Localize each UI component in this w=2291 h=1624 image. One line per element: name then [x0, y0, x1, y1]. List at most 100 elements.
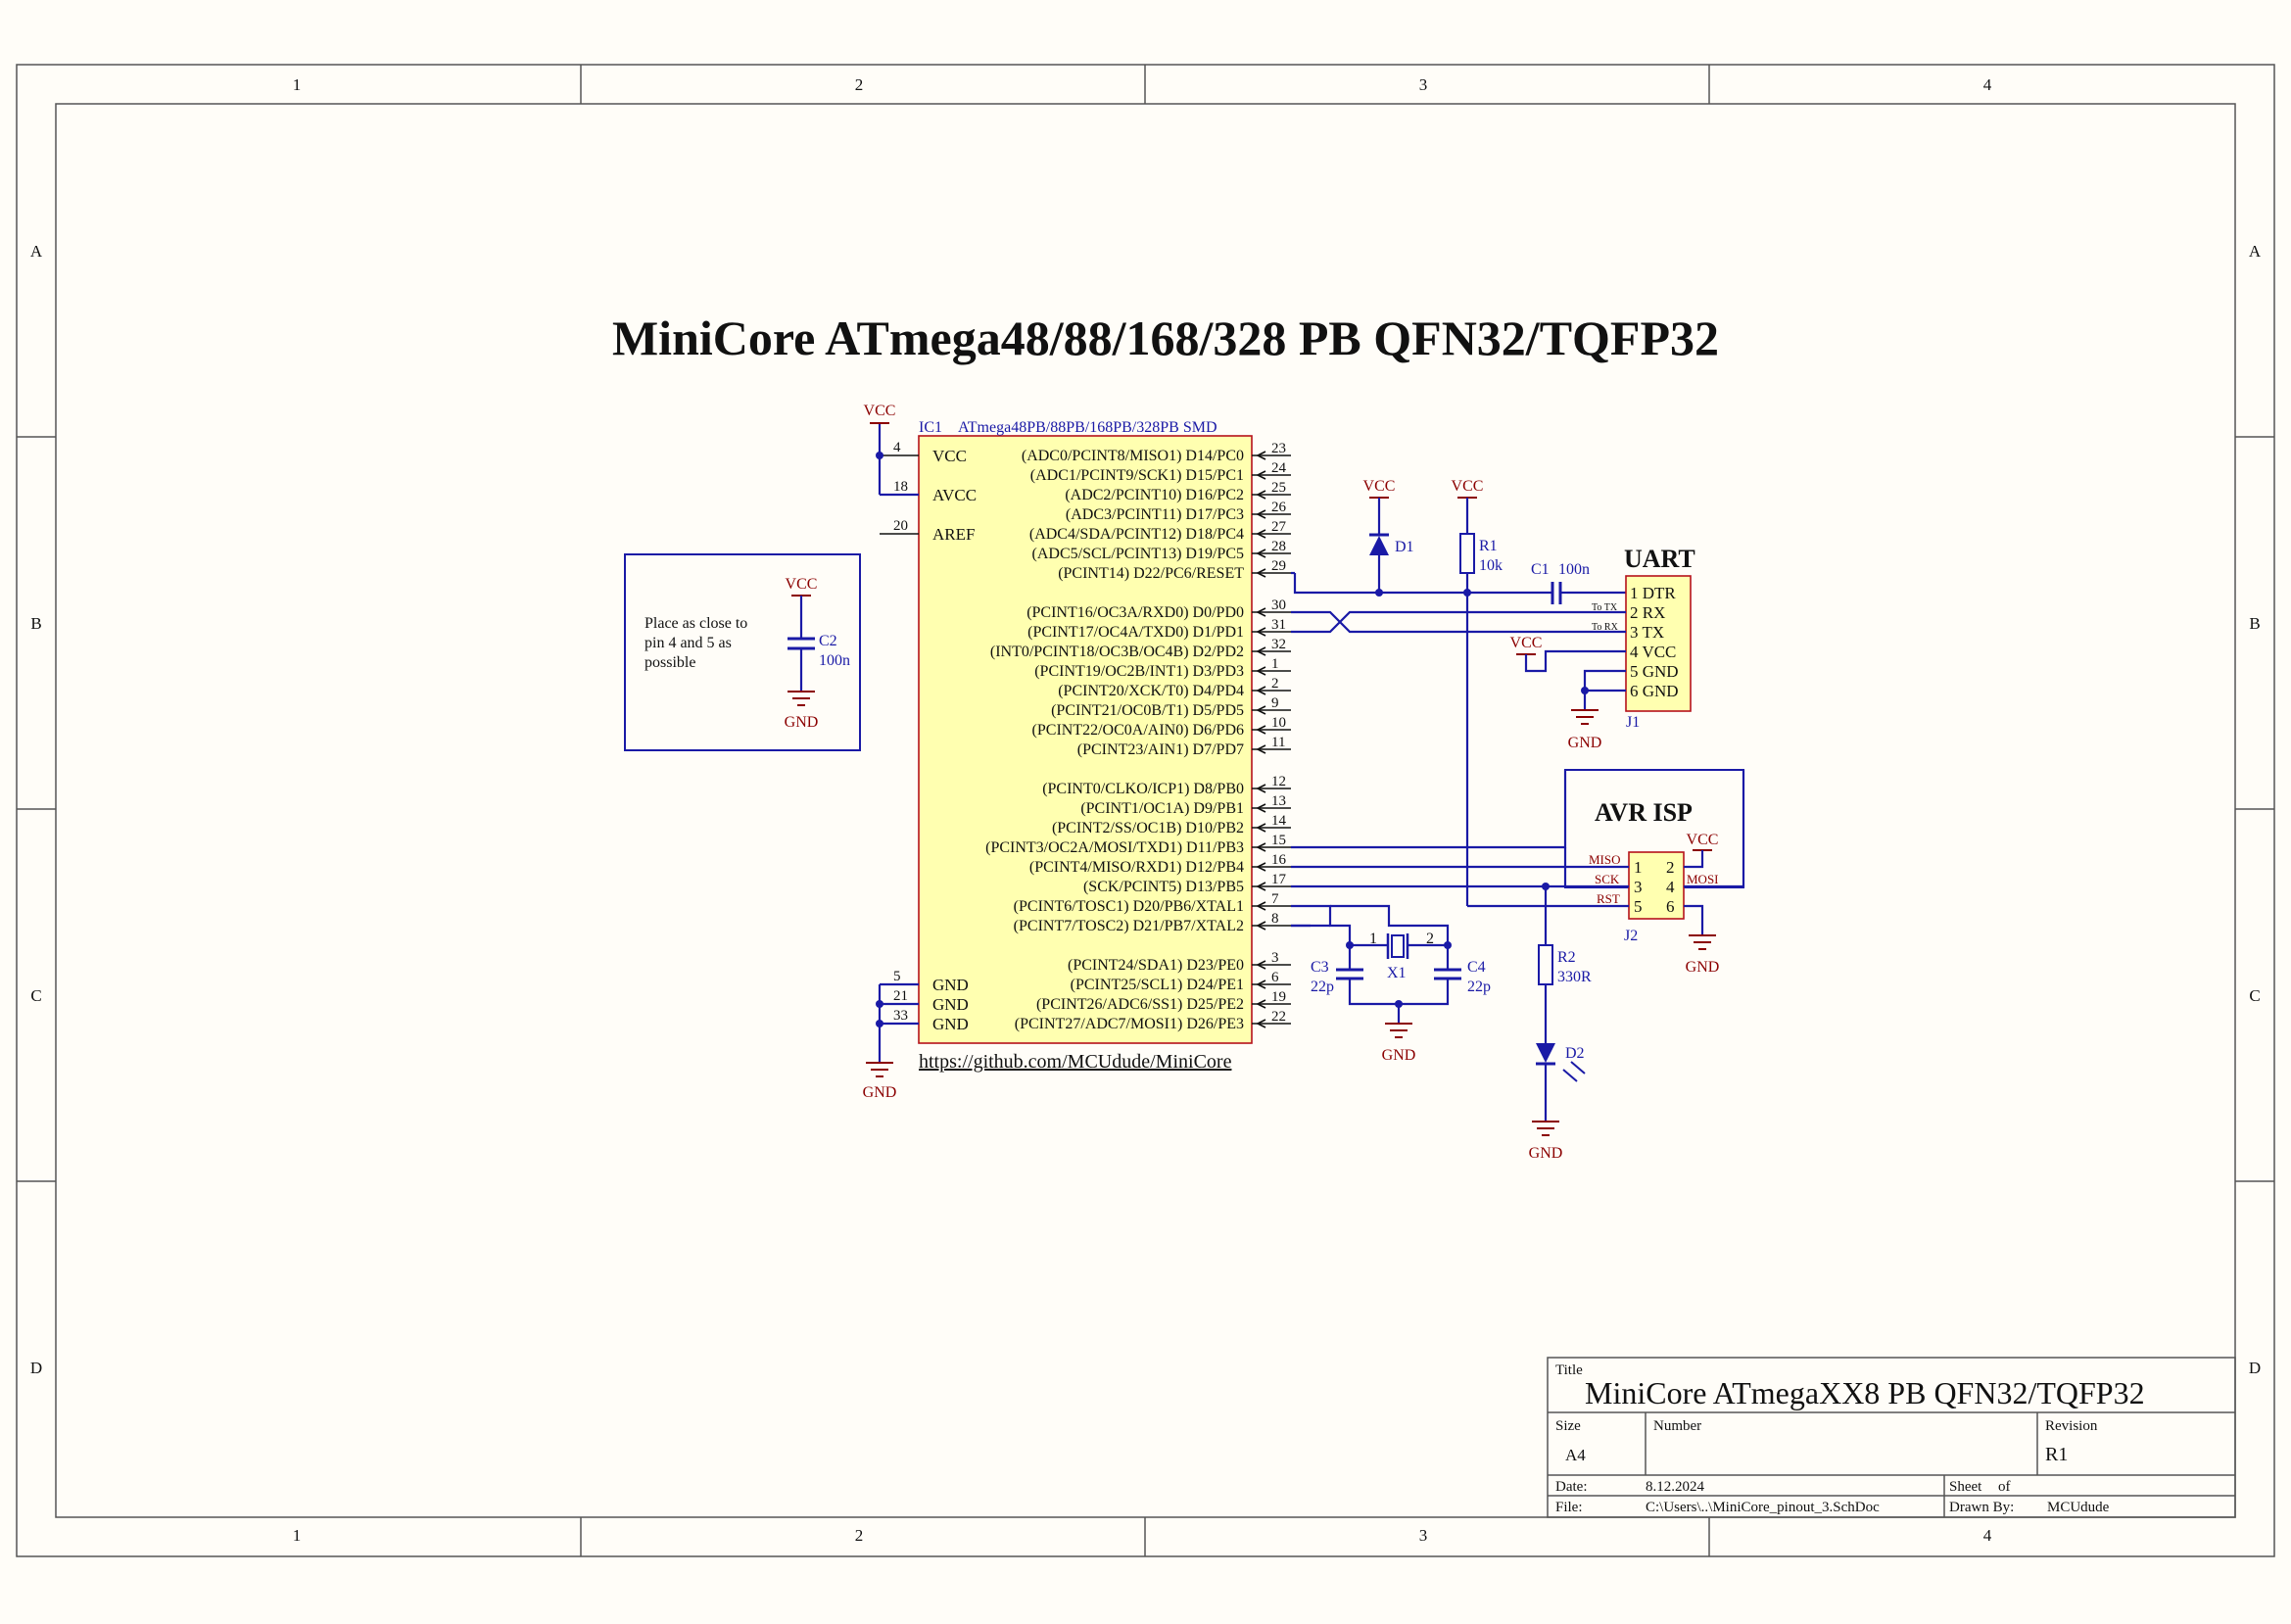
- ic1-pin-row: 19(PCINT26/ADC6/SS1) D25/PE2: [1036, 989, 1291, 1013]
- uart-gnd-label: GND: [1568, 735, 1602, 751]
- tb-revision: R1: [2045, 1444, 2068, 1465]
- tb-size: A4: [1565, 1446, 1586, 1464]
- ic1-vcc-label: VCC: [864, 403, 896, 419]
- uart-pin-1: 1 DTR: [1630, 584, 1676, 602]
- ic1-pin-row: 15(PCINT3/OC2A/MOSI/TXD1) D11/PB3: [985, 833, 1291, 856]
- ic1-pin-name: (ADC1/PCINT9/SCK1) D15/PC1: [1030, 467, 1244, 484]
- tb-file: C:\Users\..\MiniCore_pinout_3.SchDoc: [1646, 1500, 1880, 1515]
- row-label-right-c: C: [2249, 986, 2260, 1005]
- ic1-pin-name: (PCINT4/MISO/RXD1) D12/PB4: [1029, 859, 1244, 876]
- ic1-pin-io-arrow: [1256, 803, 1266, 813]
- c4-ref: C4: [1467, 959, 1486, 976]
- tb-drawn-by: MCUdude: [2047, 1500, 2110, 1515]
- tb-revision-label: Revision: [2045, 1418, 2098, 1434]
- row-label-left-c: C: [30, 986, 41, 1005]
- col-label-bottom-4: 4: [1983, 1526, 1992, 1545]
- ic1-pin-name: (PCINT25/SCL1) D24/PE1: [1071, 977, 1244, 993]
- d2-ref: D2: [1565, 1045, 1585, 1062]
- x1-pin-1: 1: [1369, 931, 1377, 947]
- ic1-pin-name: (ADC4/SDA/PCINT12) D18/PC4: [1029, 526, 1244, 543]
- ic1-pin-row: 24 (ADC1/PCINT9/SCK1) D15/PC1: [1030, 460, 1291, 484]
- c1-value: 100n: [1558, 561, 1590, 578]
- ic1-pin-name: (ADC2/PCINT10) D16/PC2: [1065, 487, 1244, 503]
- isp-pin-5: 5: [1634, 897, 1643, 916]
- ic1-pin-row: 30(PCINT16/OC3A/RXD0) D0/PD0: [1026, 597, 1291, 621]
- ic1-left-pin-number: 5: [893, 969, 901, 984]
- isp-pin-6: 6: [1666, 897, 1675, 916]
- ic1-url-link[interactable]: https://github.com/MCUdude/MiniCore: [919, 1051, 1232, 1073]
- ic1-pin-number: 6: [1271, 970, 1279, 985]
- ic1-left-pin-name: AREF: [932, 525, 975, 544]
- isp-title: AVR ISP: [1595, 798, 1693, 827]
- ic1-ref: IC1: [919, 419, 942, 436]
- uart-pin-6: 6 GND: [1630, 682, 1679, 700]
- ic1-pin-io-arrow: [1256, 744, 1266, 754]
- ic1-left-pin-name: GND: [932, 976, 969, 994]
- ic1-pin-name: (PCINT7/TOSC2) D21/PB7/XTAL2: [1014, 918, 1244, 934]
- ic1-pin-number: 24: [1271, 460, 1287, 476]
- uart-header-j1: UART 1 DTR 2 RX 3 TX 4 VCC 5 GND 6 GND J…: [1291, 545, 1695, 751]
- ic1-pin-io-arrow: [1256, 725, 1266, 735]
- ic1-left-pin-number: 20: [893, 518, 908, 534]
- schematic-title: MiniCore ATmega48/88/168/328 PB QFN32/TQ…: [612, 310, 1719, 365]
- row-label-left-d: D: [30, 1359, 42, 1377]
- ic1-pin-name: (PCINT20/XCK/T0) D4/PD4: [1058, 683, 1244, 699]
- avr-isp-header-j2: AVR ISP 1 3 5 2 4 6 J2 MISO SCK RST MOSI…: [1291, 769, 1745, 976]
- ic1-gnd-label: GND: [863, 1084, 897, 1101]
- ic1-pin-row: 7(PCINT6/TOSC1) D20/PB6/XTAL1: [1014, 891, 1291, 915]
- ic1-left-pin-name: AVCC: [932, 486, 977, 504]
- ic1-pin-io-arrow: [1256, 666, 1266, 676]
- note-line-1: Place as close to: [644, 615, 747, 632]
- ic1-power-wiring: VCC GND: [863, 403, 919, 1101]
- ic1-pin-name: (PCINT21/OC0B/T1) D5/PD5: [1051, 702, 1244, 719]
- j1-ref: J1: [1626, 714, 1640, 731]
- uart-vcc-label: VCC: [1510, 635, 1543, 651]
- ic1-left-pin-name: GND: [932, 995, 969, 1014]
- tb-date-label: Date:: [1555, 1479, 1587, 1495]
- ic1-pin-io-arrow: [1256, 451, 1266, 460]
- ic1-pin-name: (PCINT14) D22/PC6/RESET: [1058, 565, 1244, 582]
- col-label-bottom-1: 1: [293, 1526, 302, 1545]
- isp-pin-2: 2: [1666, 858, 1675, 877]
- isp-rst-label: RST: [1597, 891, 1620, 906]
- col-label-bottom-3: 3: [1419, 1526, 1428, 1545]
- ic1-pin-row: 29(PCINT14) D22/PC6/RESET: [1058, 558, 1291, 582]
- tb-sheet-label: Sheet: [1949, 1479, 1982, 1495]
- reset-network: C1 100n VCC D1 VCC R1 10k: [1291, 478, 1626, 906]
- ic1-pin-row: 6 (PCINT25/SCL1) D24/PE1: [1071, 970, 1291, 993]
- col-label-top-3: 3: [1419, 75, 1428, 94]
- ic1-pin-io-arrow: [1256, 979, 1266, 989]
- r1-vcc-label: VCC: [1452, 478, 1484, 495]
- ic1-pin-name: (PCINT1/OC1A) D9/PB1: [1080, 800, 1244, 817]
- tb-drawn-label: Drawn By:: [1949, 1500, 2014, 1515]
- sheet-frame: [16, 64, 2275, 1557]
- ic1-pin-name: (PCINT6/TOSC1) D20/PB6/XTAL1: [1014, 898, 1244, 915]
- ic1-pin-number: 12: [1271, 774, 1286, 789]
- tb-title-label: Title: [1555, 1362, 1583, 1378]
- ic1-pin-io-arrow: [1256, 470, 1266, 480]
- ic1-pin-number: 17: [1271, 872, 1287, 887]
- uart-pin-5: 5 GND: [1630, 662, 1679, 681]
- uart-pin-2: 2 RX: [1630, 603, 1665, 622]
- ic1-pin-name: (PCINT26/ADC6/SS1) D25/PE2: [1036, 996, 1244, 1013]
- ic1-pin-row: 16(PCINT4/MISO/RXD1) D12/PB4: [1029, 852, 1291, 876]
- row-label-right-b: B: [2249, 614, 2260, 633]
- row-label-left-a: A: [30, 242, 43, 261]
- ic1-pin-name: (ADC3/PCINT11) D17/PC3: [1066, 506, 1244, 523]
- r2-ref: R2: [1557, 949, 1576, 966]
- ic1-pin-number: 9: [1271, 695, 1279, 711]
- r1-value: 10k: [1479, 557, 1503, 574]
- c1-ref: C1: [1531, 561, 1550, 578]
- note-line-2: pin 4 and 5 as: [644, 635, 732, 651]
- ic1-pin-number: 10: [1271, 715, 1286, 731]
- ic1-pin-name: (PCINT2/SS/OC1B) D10/PB2: [1052, 820, 1244, 836]
- r2-value: 330R: [1557, 969, 1592, 985]
- d1-ref: D1: [1395, 539, 1414, 555]
- ic1-pin-name: (PCINT19/OC2B/INT1) D3/PD3: [1034, 663, 1244, 680]
- ic1-pin-io-arrow: [1256, 1019, 1266, 1028]
- ic1-pin-row: 25(ADC2/PCINT10) D16/PC2: [1065, 480, 1291, 503]
- tb-of-label: of: [1998, 1479, 2011, 1495]
- xtal-gnd-label: GND: [1382, 1047, 1416, 1064]
- ic1-pin-number: 14: [1271, 813, 1287, 829]
